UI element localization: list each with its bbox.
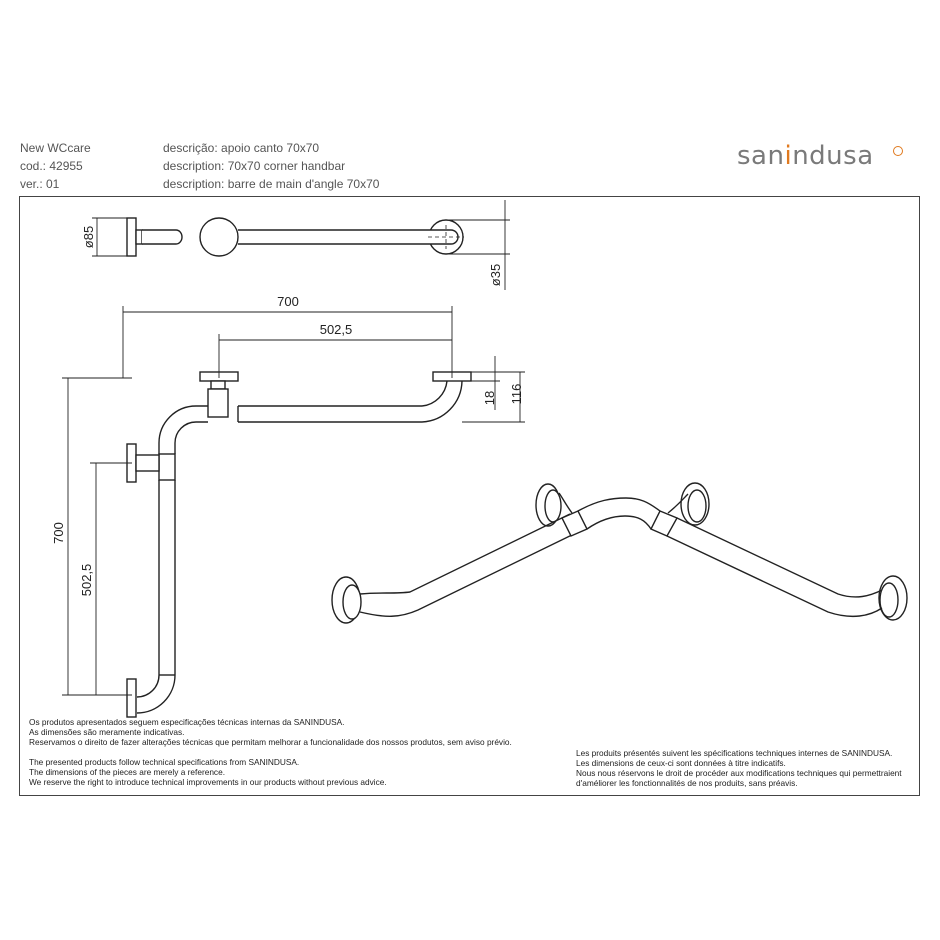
description-en: description: 70x70 corner handbar	[163, 159, 346, 173]
side-horizontal-tube	[238, 405, 422, 423]
side-view-dimensions	[62, 306, 525, 696]
top-middle-flange	[199, 217, 239, 257]
top-left-flange	[126, 217, 137, 257]
dim-horizontal-inner: 502,5	[320, 322, 353, 337]
note-pt-3: Reservamos o direito de fazer alterações…	[29, 737, 512, 747]
logo-mark-icon	[893, 146, 903, 156]
note-pt-1: Os produtos apresentados seguem especifi…	[29, 717, 345, 727]
persp-left-arm	[359, 513, 571, 595]
note-fr-4: d'améliorer les fonctionnalités de nos p…	[576, 778, 798, 788]
product-descriptions: descrição: apoio canto 70x70 description…	[163, 139, 379, 193]
side-flange-bottom-left	[126, 678, 137, 718]
notes-pt-en: Os produtos apresentados seguem especifi…	[29, 717, 512, 787]
description-fr: description: barre de main d'angle 70x70	[163, 177, 380, 191]
top-tube-left	[142, 229, 183, 245]
dim-vertical-total: 700	[51, 522, 66, 544]
logo-text-accent: i	[784, 141, 793, 171]
logo-text-prefix: san	[737, 141, 785, 171]
top-view	[126, 217, 464, 257]
top-view-dimensions	[92, 200, 510, 290]
persp-right-arm	[676, 517, 883, 598]
product-version: ver.: 01	[20, 177, 60, 191]
persp-apex	[577, 497, 661, 512]
note-en-3: We reserve the right to introduce techni…	[29, 777, 387, 787]
drawing-frame	[19, 196, 920, 796]
description-pt: descrição: apoio canto 70x70	[163, 141, 320, 155]
side-vertical-tube	[158, 480, 176, 675]
product-code: cod.: 42955	[20, 159, 83, 173]
dim-vertical-inner: 502,5	[79, 564, 94, 597]
product-info: New WCcare cod.: 42955 ver.: 01	[20, 139, 91, 193]
dim-tube-diameter: ø35	[488, 264, 503, 286]
side-corner-bend	[158, 405, 208, 454]
dim-height-offset: 18	[482, 391, 497, 405]
note-fr-1: Les produits présentés suivent les spéci…	[576, 748, 893, 758]
note-fr-2: Les dimensions de ceux-ci sont données à…	[576, 758, 786, 768]
persp-sleeve-right	[650, 510, 678, 537]
brand-logo: sanindusa	[737, 141, 874, 171]
dim-height-total: 116	[509, 384, 524, 405]
note-en-1: The presented products follow technical …	[29, 757, 300, 767]
note-pt-2: As dimensões são meramente indicativas.	[29, 727, 185, 737]
side-view	[126, 371, 472, 718]
note-fr-3: Nous nous réservons le droit de procéder…	[576, 768, 902, 778]
top-tube-right	[238, 229, 422, 245]
collection-name: New WCcare	[20, 141, 91, 155]
side-bottom-bend	[136, 674, 160, 698]
note-en-2: The dimensions of the pieces are merely …	[29, 767, 225, 777]
persp-sleeve-left	[561, 510, 588, 537]
notes-fr: Les produits présentés suivent les spéci…	[576, 748, 902, 788]
perspective-view	[331, 482, 908, 624]
logo-text-suffix: ndusa	[792, 141, 874, 171]
dim-flange-diameter: ø85	[81, 226, 96, 248]
dim-horizontal-total: 700	[277, 294, 299, 309]
